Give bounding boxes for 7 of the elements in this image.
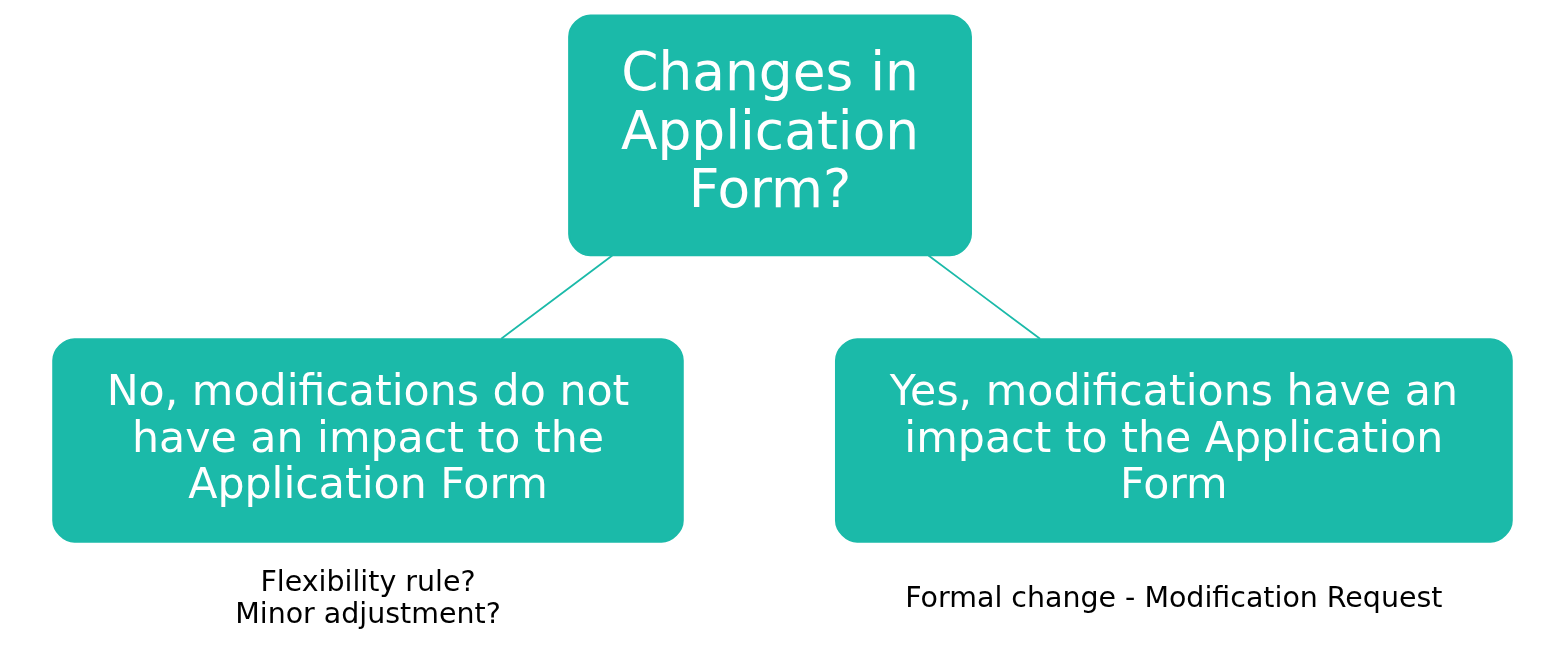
node-label: Formal change - Modification Request — [904, 581, 1442, 615]
node-box: Changes in Application Form? — [567, 14, 972, 257]
connector — [499, 254, 613, 340]
node-label: Flexibility rule? Minor adjustment? — [234, 565, 501, 631]
connector — [927, 254, 1041, 340]
node-box: No, modifications do not have an impact to the Application Form — [51, 338, 684, 543]
node-box: Yes, modifications have an impact to the Application Form — [834, 338, 1513, 543]
